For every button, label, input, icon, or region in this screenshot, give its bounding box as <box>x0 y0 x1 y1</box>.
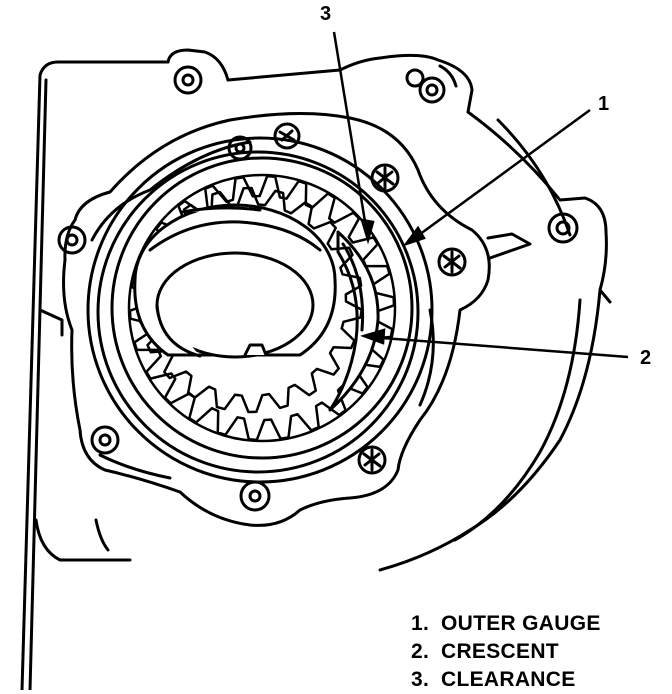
legend: 1. OUTER GAUGE 2. CRESCENT 3. CLEARANCE <box>411 610 666 694</box>
legend-number: 1. <box>411 612 430 635</box>
pump-bore <box>86 136 434 484</box>
pump-hub <box>133 203 337 359</box>
legend-label: CRESCENT <box>441 640 559 663</box>
callout-2: 2 <box>640 347 651 369</box>
flange-bolts <box>57 122 467 512</box>
case-bosses <box>173 65 579 244</box>
callout-1: 1 <box>598 93 609 115</box>
legend-item: 3. CLEARANCE <box>411 666 666 694</box>
crescent <box>328 230 380 412</box>
leader-lines <box>332 31 629 359</box>
legend-number: 3. <box>411 668 430 691</box>
legend-number: 2. <box>411 640 430 663</box>
callout-3: 3 <box>320 3 331 25</box>
legend-item: 1. OUTER GAUGE <box>411 610 666 638</box>
outer-gear <box>127 173 397 443</box>
case-outline <box>20 48 612 690</box>
legend-item: 2. CRESCENT <box>411 638 666 666</box>
legend-label: CLEARANCE <box>441 668 576 691</box>
legend-label: OUTER GAUGE <box>441 612 601 635</box>
